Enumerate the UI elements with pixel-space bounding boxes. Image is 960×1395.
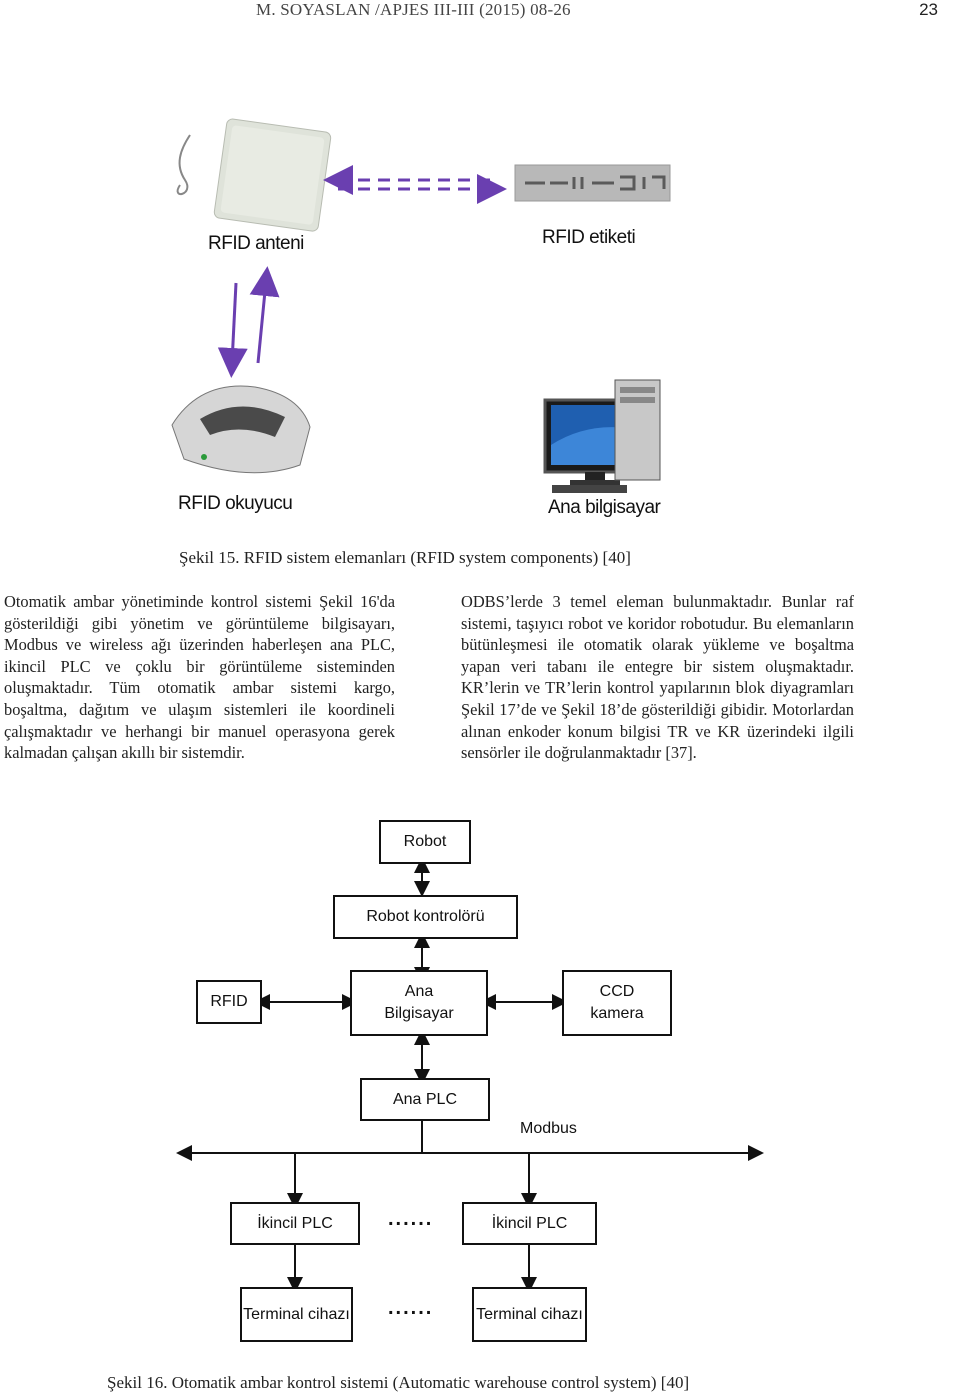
terminal-device-box: Terminal cihazı [240, 1287, 353, 1342]
body-left-paragraph: Otomatik ambar yönetiminde kontrol siste… [4, 592, 395, 763]
page-number: 23 [919, 0, 938, 19]
figure-16-connectors [176, 857, 764, 1293]
rfid-box: RFID [196, 980, 262, 1024]
rfid-antenna-image [176, 118, 332, 232]
rfid-reader-image [171, 385, 311, 474]
robot-controller-box: Robot kontrolörü [333, 895, 518, 939]
figure-16-caption: Şekil 16. Otomatik ambar kontrol sistemi… [107, 1373, 690, 1392]
figure-15-illustration [171, 118, 671, 493]
main-computer-label: Ana bilgisayar [548, 497, 661, 518]
secondary-plc-box: İkincil PLC [462, 1202, 597, 1245]
main-computer-image [543, 379, 661, 493]
figure-15-caption: Şekil 15. RFID sistem elemanları (RFID s… [179, 548, 631, 567]
body-right-paragraph: ODBS’lerde 3 temel eleman bulunmaktadır.… [461, 592, 854, 763]
ellipsis-dots: ...... [388, 1297, 434, 1319]
terminal-device-box: Terminal cihazı [472, 1287, 587, 1342]
main-plc-box: Ana PLC [360, 1078, 490, 1121]
rfid-tag-image [514, 164, 671, 202]
robot-box: Robot [379, 820, 471, 864]
ellipsis-dots: ...... [388, 1208, 434, 1230]
modbus-label: Modbus [520, 1120, 577, 1137]
secondary-plc-box: İkincil PLC [230, 1202, 360, 1245]
running-title: M. SOYASLAN /APJES III-III (2015) 08-26 [256, 0, 571, 19]
figure-16: Robot Robot kontrolörü RFID Ana Bilgisay… [170, 815, 770, 1370]
figure-15: RFID anteni RFID etiketi RFID okuyucu An… [160, 105, 700, 525]
main-computer-box: Ana Bilgisayar [350, 970, 488, 1036]
ccd-camera-box: CCD kamera [562, 970, 672, 1036]
rfid-tag-label: RFID etiketi [542, 227, 636, 248]
rfid-reader-label: RFID okuyucu [178, 493, 293, 514]
rfid-antenna-label: RFID anteni [208, 233, 304, 254]
